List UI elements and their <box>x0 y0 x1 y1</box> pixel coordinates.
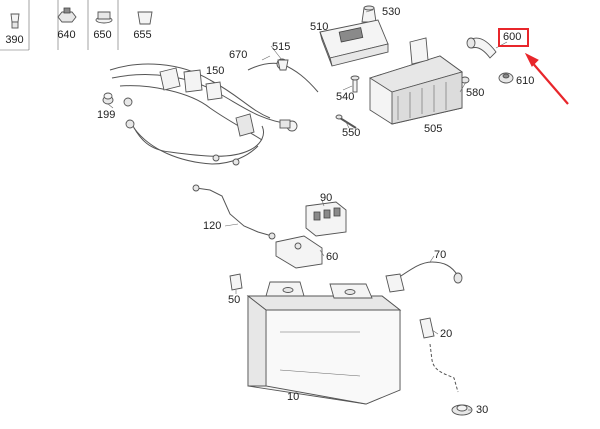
part-530-cap <box>361 5 377 23</box>
callout-670[interactable]: 670 <box>229 49 248 61</box>
callout-610[interactable]: 610 <box>516 75 535 87</box>
callout-600[interactable]: 600 <box>503 31 522 43</box>
part-60-bracket <box>275 235 323 269</box>
highlight-box-600 <box>498 28 529 47</box>
callout-60[interactable]: 60 <box>326 251 339 263</box>
callout-550[interactable]: 550 <box>342 127 361 139</box>
callout-150[interactable]: 150 <box>206 65 225 77</box>
part-150-wiring-harness <box>109 63 298 166</box>
callout-540[interactable]: 540 <box>336 91 355 103</box>
legend-label-650: 650 <box>93 29 112 41</box>
part-550-bolt <box>335 114 357 129</box>
callout-90[interactable]: 90 <box>320 192 333 204</box>
part-515-harness <box>247 58 319 93</box>
callout-505[interactable]: 505 <box>424 123 443 135</box>
part-610-nut <box>498 72 514 84</box>
highlight-arrow <box>524 52 569 105</box>
callout-10[interactable]: 10 <box>287 391 300 403</box>
part-10-battery <box>246 281 402 405</box>
part-50-clip <box>229 273 243 291</box>
part-510-control-module <box>319 19 389 67</box>
callout-50[interactable]: 50 <box>228 294 241 306</box>
part-199-grommet <box>102 92 114 105</box>
legend-label-640: 640 <box>57 29 76 41</box>
callout-580[interactable]: 580 <box>466 87 485 99</box>
part-30-vent-hose <box>429 343 473 416</box>
callout-30[interactable]: 30 <box>476 404 489 416</box>
callout-199[interactable]: 199 <box>97 109 116 121</box>
part-70-cable <box>385 261 463 293</box>
flange-nut-icon <box>95 11 113 24</box>
part-505-battery-unit <box>368 37 464 125</box>
sleeve-icon <box>137 11 153 25</box>
cable-tie-icon <box>10 13 20 29</box>
part-600-hose <box>466 37 497 59</box>
callout-70[interactable]: 70 <box>434 249 447 261</box>
callout-120[interactable]: 120 <box>203 220 222 232</box>
callout-530[interactable]: 530 <box>382 6 401 18</box>
legend-label-655: 655 <box>133 29 152 41</box>
part-120-ground-strap <box>192 184 276 240</box>
callout-515[interactable]: 515 <box>272 41 291 53</box>
hex-nut-icon <box>57 7 77 23</box>
part-540-screw <box>350 75 360 93</box>
part-90-fuse-box <box>305 201 347 237</box>
legend-grid <box>0 0 119 51</box>
callout-510[interactable]: 510 <box>310 21 329 33</box>
part-20-connector <box>419 317 435 339</box>
legend-label-390: 390 <box>5 34 24 46</box>
callout-20[interactable]: 20 <box>440 328 453 340</box>
